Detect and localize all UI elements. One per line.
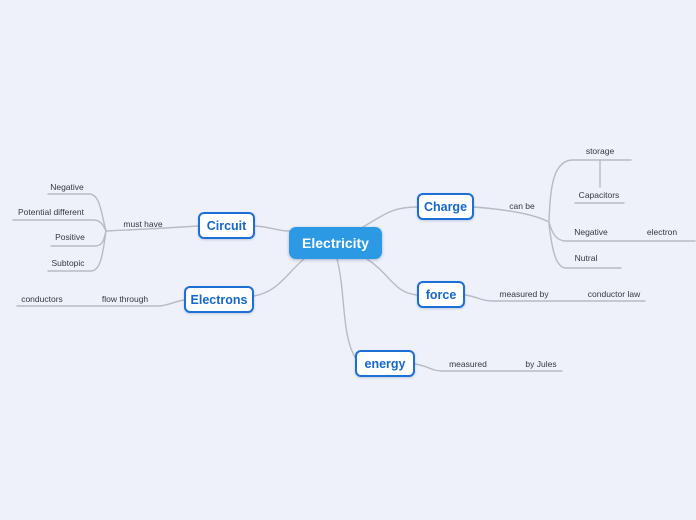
edge-storage <box>548 159 632 223</box>
node-circuit[interactable]: Circuit <box>198 212 255 239</box>
topic-negative-right[interactable]: Negative <box>574 227 608 237</box>
topic-negative-left[interactable]: Negative <box>50 182 84 192</box>
edge-must-have-line <box>105 225 199 232</box>
edge-potential-different <box>12 219 107 232</box>
label-can-be[interactable]: can be <box>509 201 535 211</box>
node-circuit-label: Circuit <box>206 218 247 233</box>
edge-root-to-charge <box>362 206 418 228</box>
node-electrons[interactable]: Electrons <box>184 286 254 313</box>
edge-nutral <box>548 223 622 269</box>
topic-electron[interactable]: electron <box>646 227 678 237</box>
edge-subtopic <box>47 230 107 272</box>
topic-by-jules[interactable]: by Jules <box>525 359 557 369</box>
label-must-have[interactable]: must have <box>123 219 163 229</box>
topic-capacitors[interactable]: Capacitors <box>578 190 620 200</box>
topic-nutral[interactable]: Nutral <box>574 253 598 263</box>
edge-measured-line <box>414 363 563 372</box>
edge-circuit-to-root <box>254 225 290 232</box>
edge-can-be-line <box>473 206 550 223</box>
edge-negative-left <box>47 193 107 232</box>
label-measured-by[interactable]: measured by <box>499 289 549 299</box>
node-force-label: force <box>425 287 457 302</box>
topic-potential-different[interactable]: Potential different <box>18 207 84 217</box>
topic-subtopic[interactable]: Subtopic <box>51 258 85 268</box>
topic-conductors[interactable]: conductors <box>21 294 63 304</box>
node-charge-label: Charge <box>423 199 468 214</box>
edge-root-to-energy <box>336 258 357 360</box>
node-energy-label: energy <box>364 356 406 371</box>
edge-measured-by-line <box>464 294 646 302</box>
node-electricity-label: Electricity <box>302 235 369 251</box>
topic-storage[interactable]: storage <box>585 146 615 156</box>
node-electrons-label: Electrons <box>190 292 248 307</box>
edge-root-to-force <box>366 258 418 296</box>
node-charge[interactable]: Charge <box>417 193 474 220</box>
node-force[interactable]: force <box>417 281 465 308</box>
edge-root-to-electrons <box>253 258 305 297</box>
label-measured[interactable]: measured <box>449 359 487 369</box>
edge-negative-electron <box>548 221 696 242</box>
node-electricity[interactable]: Electricity <box>289 227 382 259</box>
label-flow-through[interactable]: flow through <box>101 294 149 304</box>
node-energy[interactable]: energy <box>355 350 415 377</box>
edge-flow-through-line <box>16 299 185 307</box>
topic-positive[interactable]: Positive <box>55 232 85 242</box>
topic-conductor-law[interactable]: conductor law <box>587 289 641 299</box>
